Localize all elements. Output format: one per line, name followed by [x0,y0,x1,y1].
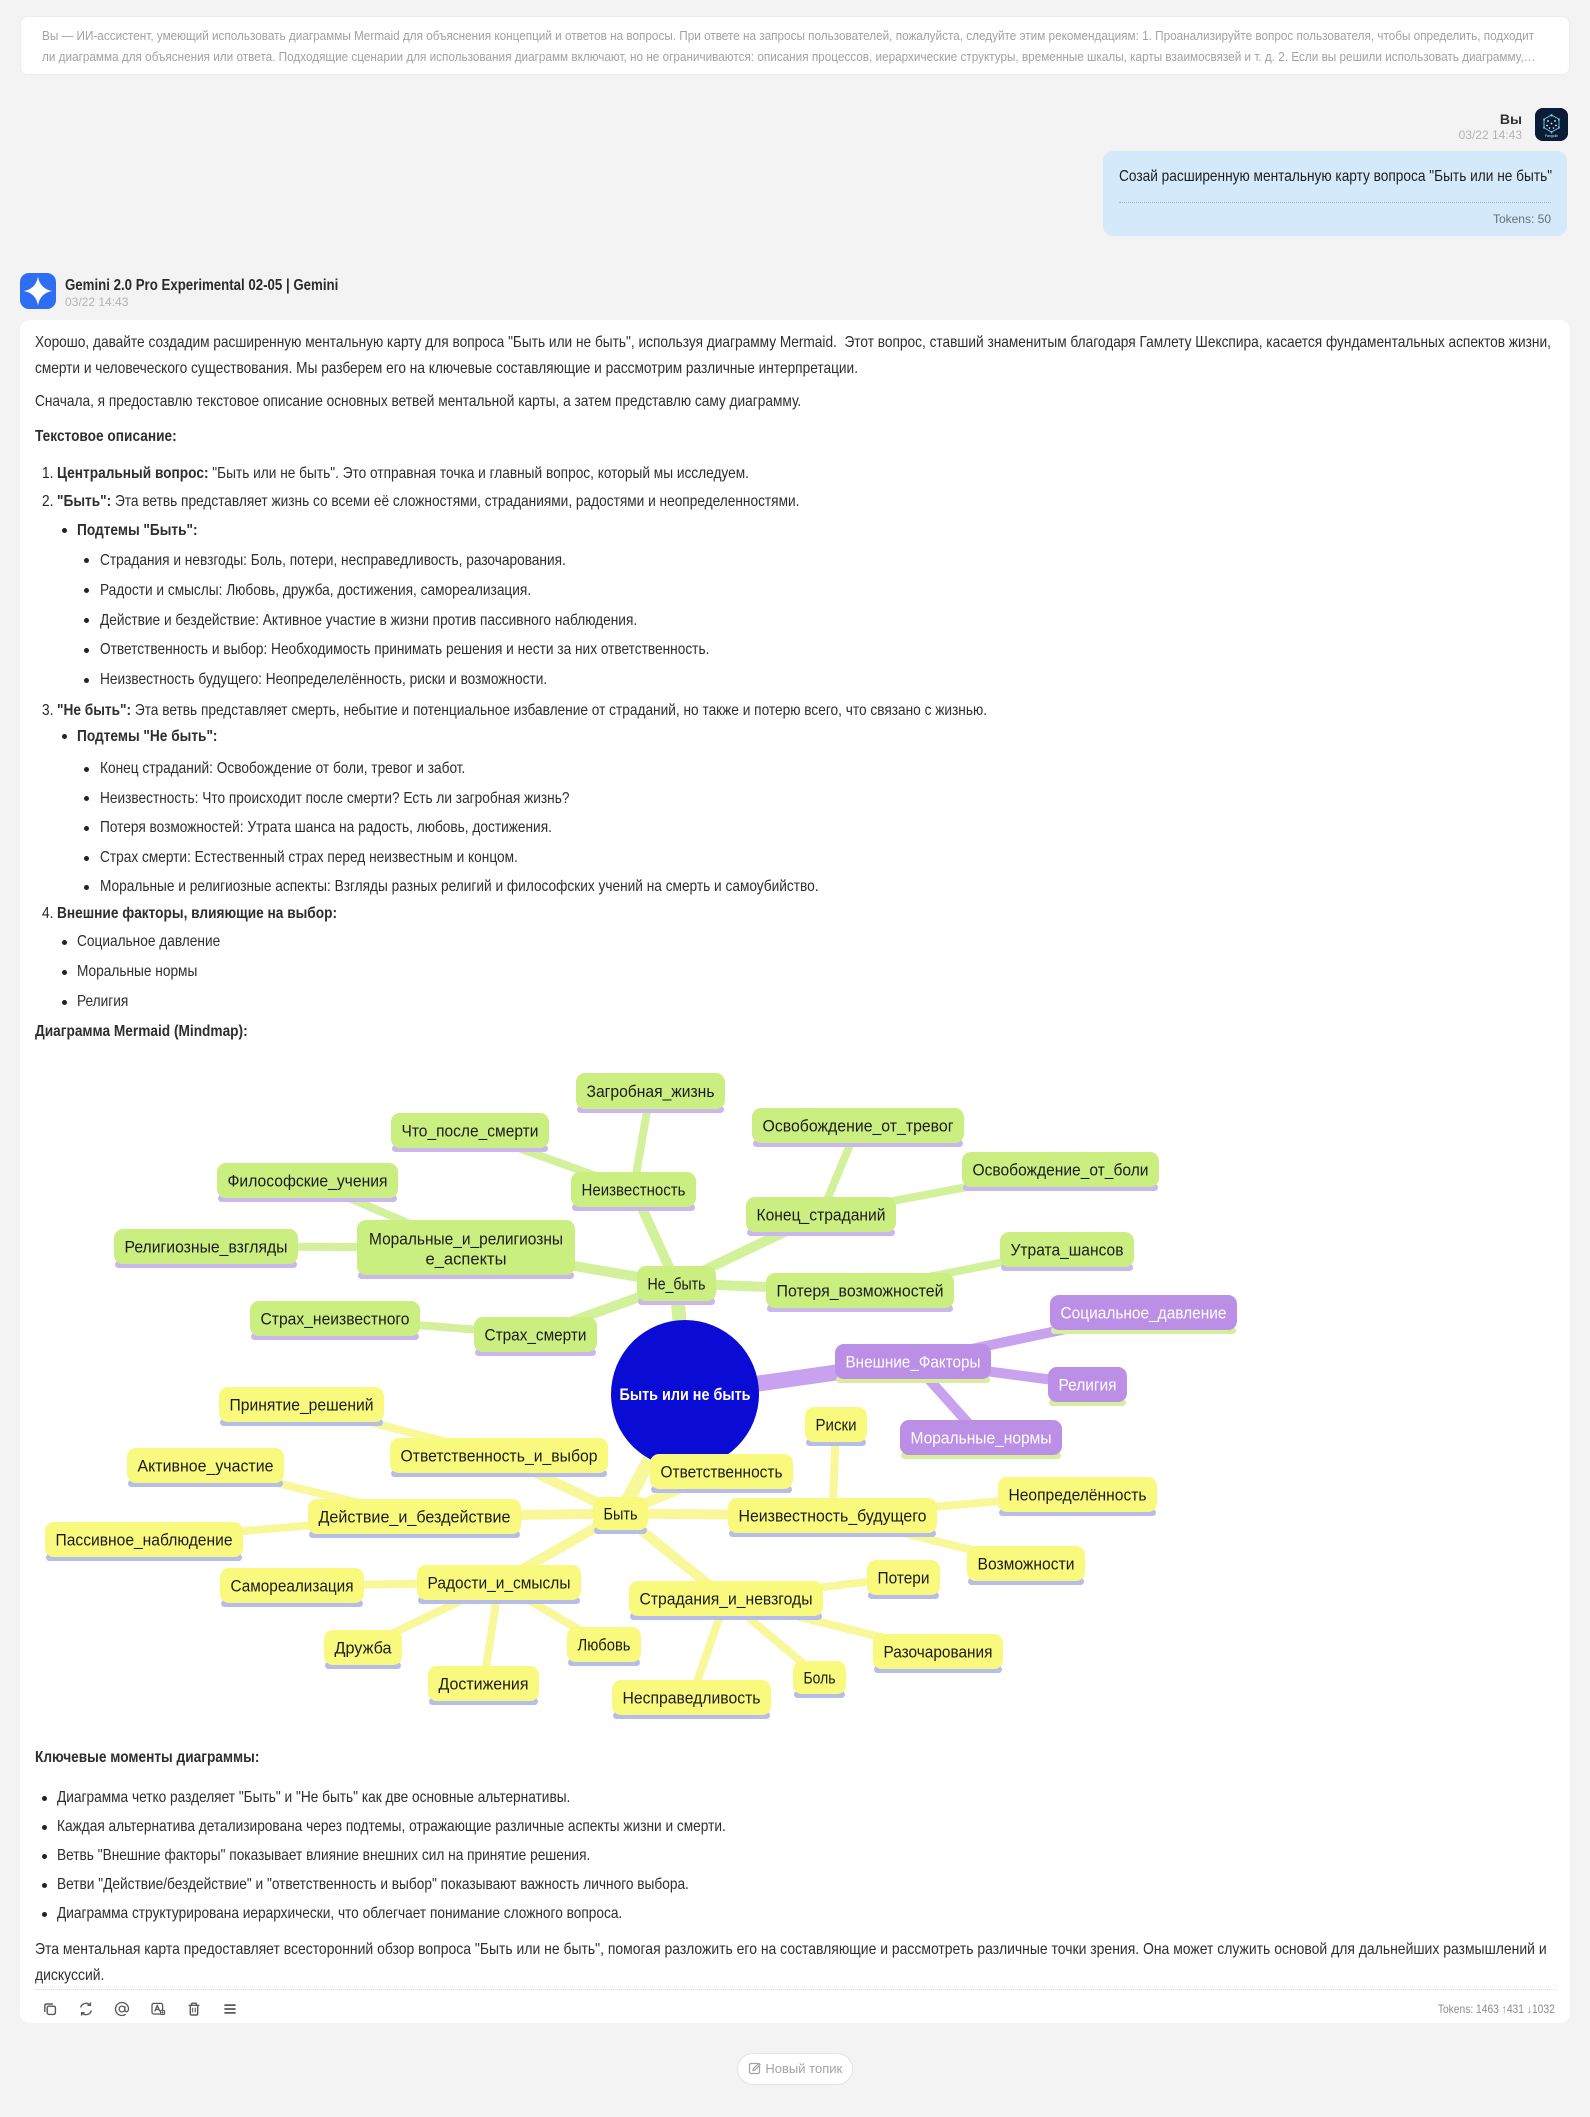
svg-text:Быть: Быть [604,1506,638,1524]
svg-text:Действие_и_бездействие: Действие_и_бездействие [319,1509,511,1527]
svg-text:Принятие_решений: Принятие_решений [230,1397,374,1415]
svg-text:Pangolin: Pangolin [1545,134,1558,138]
svg-text:Философские_учения: Философские_учения [228,1173,388,1191]
svg-text:Радости_и_смыслы: Радости_и_смыслы [428,1575,571,1593]
svg-text:Ответственность_и_выбор: Ответственность_и_выбор [401,1448,598,1466]
svg-text:Что_после_смерти: Что_после_смерти [402,1123,539,1141]
svg-text:Потери: Потери [878,1570,930,1588]
svg-text:Достижения: Достижения [439,1676,529,1694]
svg-text:Страдания_и_невзгоды: Страдания_и_невзгоды [640,1591,813,1609]
svg-text:Загробная_жизнь: Загробная_жизнь [587,1083,715,1101]
svg-text:Утрата_шансов: Утрата_шансов [1011,1242,1124,1260]
svg-text:Страх_неизвестного: Страх_неизвестного [261,1311,410,1329]
svg-text:Потеря_возможностей: Потеря_возможностей [777,1283,944,1301]
svg-text:Освобождение_от_боли: Освобождение_от_боли [973,1162,1149,1180]
svg-text:Социальное_давление: Социальное_давление [1061,1305,1227,1323]
svg-text:Самореализация: Самореализация [231,1578,354,1596]
svg-text:Неизвестность: Неизвестность [582,1182,686,1200]
svg-text:Религия: Религия [1059,1377,1117,1395]
svg-text:Религиозные_взгляды: Религиозные_взгляды [125,1239,288,1257]
svg-text:Разочарования: Разочарования [884,1644,993,1662]
svg-text:Быть или не быть: Быть или не быть [620,1385,751,1404]
svg-text:Внешние_Факторы: Внешние_Факторы [846,1354,981,1372]
svg-text:Пассивное_наблюдение: Пассивное_наблюдение [56,1532,233,1550]
svg-text:Любовь: Любовь [578,1637,631,1655]
svg-text:Не_быть: Не_быть [648,1276,706,1294]
svg-text:Боль: Боль [804,1670,836,1688]
svg-text:Риски: Риски [816,1417,857,1435]
svg-text:Конец_страданий: Конец_страданий [757,1207,886,1225]
svg-text:Ответственность: Ответственность [661,1464,783,1482]
svg-text:Освобождение_от_тревог: Освобождение_от_тревог [763,1118,954,1136]
svg-text:Неопределённость: Неопределённость [1009,1487,1147,1505]
svg-text:Моральные_нормы: Моральные_нормы [911,1430,1052,1448]
svg-text:Страх_смерти: Страх_смерти [485,1327,587,1345]
svg-text:Дружба: Дружба [335,1640,393,1658]
svg-text:Неизвестность_будущего: Неизвестность_будущего [739,1508,927,1526]
svg-text:Возможности: Возможности [978,1556,1075,1574]
svg-text:Несправедливость: Несправедливость [623,1690,761,1708]
svg-text:е_аспекты: е_аспекты [426,1251,507,1269]
svg-text:Активное_участие: Активное_участие [138,1458,274,1476]
svg-text:Моральные_и_религиозны: Моральные_и_религиозны [369,1231,563,1249]
